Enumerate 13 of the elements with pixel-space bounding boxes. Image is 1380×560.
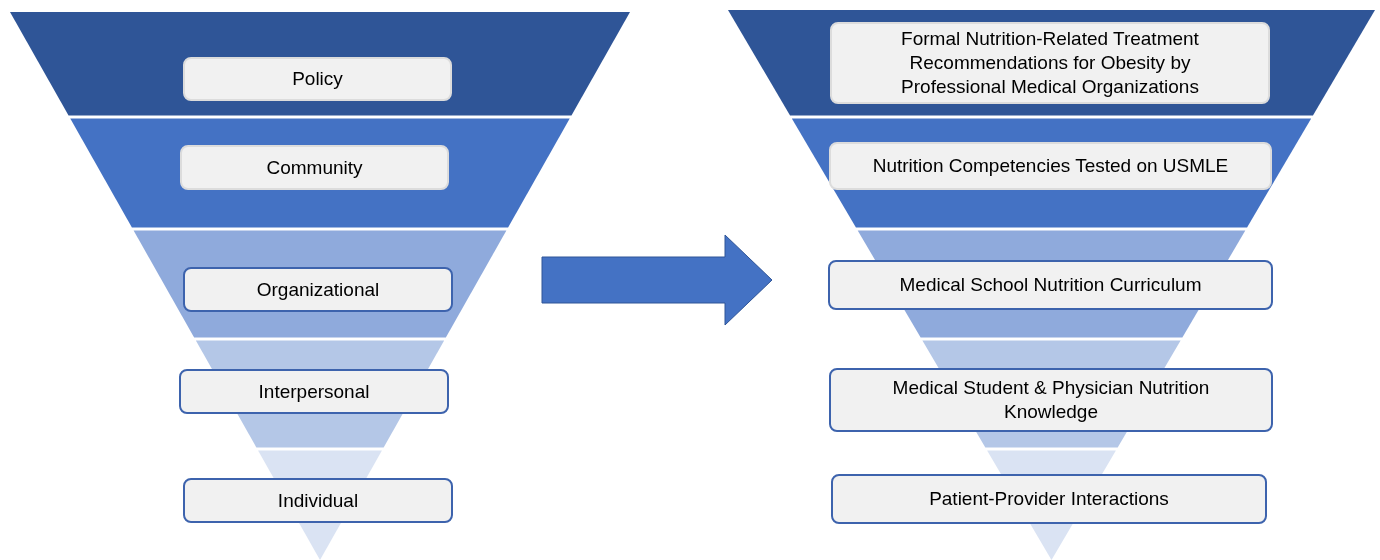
level-box: Medical Student & Physician Nutrition Knowledge (829, 368, 1273, 432)
level-box: Patient-Provider Interactions (831, 474, 1267, 524)
level-box: Individual (183, 478, 453, 523)
level-box: Policy (183, 57, 452, 101)
level-box: Interpersonal (179, 369, 449, 414)
level-box: Nutrition Competencies Tested on USMLE (829, 142, 1272, 190)
level-box: Organizational (183, 267, 453, 312)
funnel-diagram (10, 12, 630, 560)
block-arrow (541, 234, 773, 326)
funnel-diagram (728, 10, 1375, 560)
level-box: Community (180, 145, 449, 190)
level-box: Formal Nutrition-Related Treatment Recommendations for Obesity by Professional Medical Organizations (830, 22, 1270, 104)
level-box: Medical School Nutrition Curriculum (828, 260, 1273, 310)
